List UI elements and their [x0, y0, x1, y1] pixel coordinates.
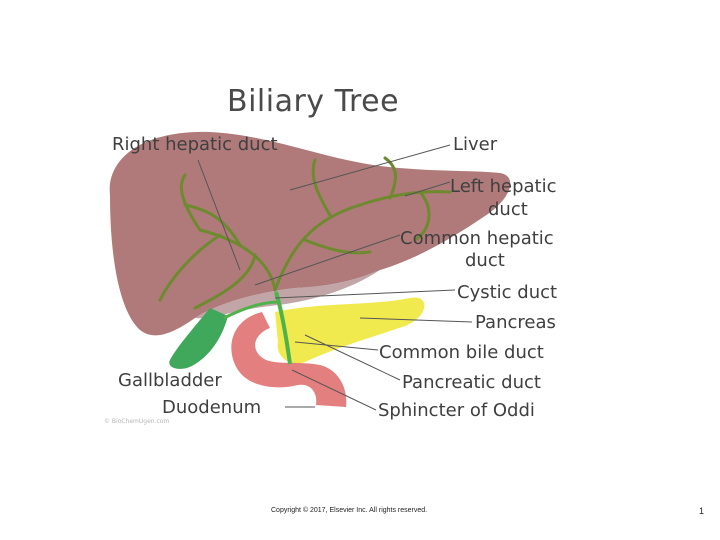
page-number: 1: [699, 506, 705, 516]
pancreas-shape: [275, 297, 425, 364]
label-left-hepatic-duct-line1: Left hepatic: [450, 176, 557, 197]
label-sphincter-of-oddi: Sphincter of Oddi: [378, 400, 535, 421]
biliary-tree-figure: Biliary Tree Right hepatic duct Liver Le…: [100, 80, 600, 430]
copyright-footer: Copyright © 2017, Elsevier Inc. All righ…: [271, 507, 428, 514]
hepatic-duct-branches: [158, 156, 452, 310]
label-pancreatic-duct: Pancreatic duct: [402, 372, 541, 393]
liver-shadow: [195, 270, 380, 319]
label-cystic-duct: Cystic duct: [457, 282, 558, 303]
label-common-bile-duct: Common bile duct: [379, 342, 544, 363]
gallbladder-shape: [169, 308, 228, 369]
anatomy-illustration: [109, 131, 511, 411]
leader-lines: [197, 144, 473, 411]
label-left-hepatic-duct-line2: duct: [488, 199, 528, 220]
watermark: © BioChemUgen.com: [104, 418, 170, 425]
cystic-duct-path: [223, 300, 279, 320]
label-common-hepatic-duct-line1: Common hepatic: [400, 228, 554, 249]
label-liver: Liver: [453, 134, 498, 155]
label-right-hepatic-duct: Right hepatic duct: [112, 134, 278, 155]
label-common-hepatic-duct-line2: duct: [465, 250, 505, 271]
label-gallbladder: Gallbladder: [118, 370, 222, 391]
diagram-title: Biliary Tree: [227, 84, 400, 119]
label-pancreas: Pancreas: [475, 312, 556, 333]
duodenum-shape: [231, 312, 347, 407]
label-duodenum: Duodenum: [162, 397, 262, 418]
